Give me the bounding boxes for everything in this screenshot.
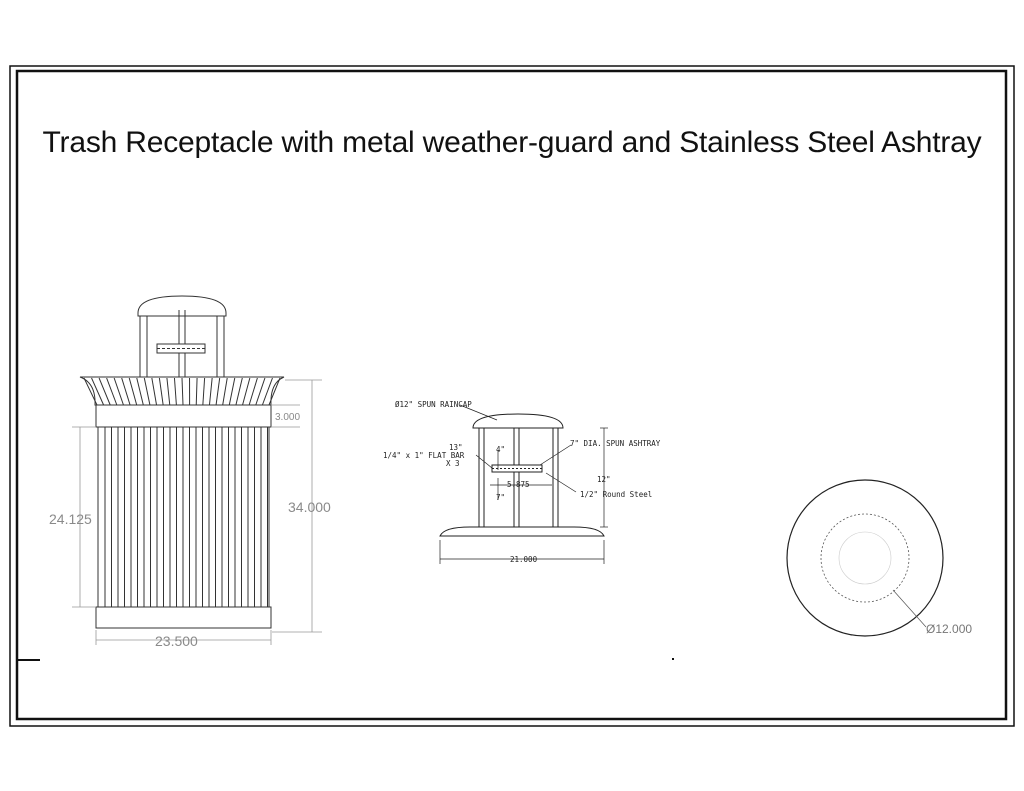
- weather-guard-rib: [173, 377, 177, 406]
- weather-guard-rib: [158, 377, 164, 406]
- weather-guard-rib: [136, 377, 144, 406]
- body-slats: [104, 427, 268, 607]
- drawing-title: Trash Receptacle with metal weather-guar…: [42, 126, 982, 159]
- side-raincap: [137, 295, 227, 317]
- weather-guard-rib: [181, 377, 184, 406]
- plan-outer-circle: [786, 479, 944, 637]
- outer-border: [9, 65, 1015, 727]
- plan-inner-circle: [820, 513, 910, 603]
- weather-guard-rib: [128, 377, 138, 406]
- dim-top-band: 3.000: [275, 412, 300, 423]
- weather-guard-rib: [255, 377, 266, 406]
- dim-overall-height: 34.000: [288, 499, 331, 515]
- inner-border: [15, 69, 1008, 721]
- weather-guard-rib: [235, 377, 243, 406]
- side-dimensions: [72, 379, 322, 645]
- label-raincap: Ø12" SPUN RAINCAP: [395, 400, 472, 409]
- dim-5875: 5.875: [507, 480, 530, 489]
- weather-guard-rib: [91, 377, 105, 406]
- dim-body-height: 24.125: [49, 511, 92, 527]
- label-round-steel: 1/2" Round Steel: [580, 490, 652, 499]
- plan-leader: [892, 589, 927, 628]
- weather-guard-rib: [151, 377, 158, 406]
- side-view: [79, 295, 285, 629]
- weather-guard-rib: [98, 377, 111, 406]
- label-flat-bar-2: X 3: [446, 459, 460, 468]
- weather-guard-rib: [215, 377, 221, 406]
- weather-guard-rib: [113, 377, 124, 406]
- dim-plan-diameter: Ø12.000: [926, 622, 972, 636]
- weather-guard-rib: [268, 377, 281, 406]
- dim-13: 13": [449, 443, 463, 452]
- side-top-band: [95, 404, 272, 428]
- weather-guard-rib: [166, 377, 171, 406]
- weather-guard-ribs: [83, 377, 281, 406]
- dim-7: 7": [496, 493, 505, 502]
- weather-guard-rib: [248, 377, 258, 406]
- dim-body-width: 23.500: [155, 633, 198, 649]
- weather-guard-rib: [83, 377, 98, 406]
- detail-base: [439, 526, 605, 537]
- plan-view: [786, 479, 944, 637]
- label-flat-bar-1: 1/4" x 1" FLAT BAR: [383, 451, 465, 460]
- weather-guard-rib: [242, 377, 251, 406]
- plan-center-circle: [838, 531, 892, 585]
- weather-guard-rib: [143, 377, 151, 406]
- weather-guard-rib: [208, 377, 213, 406]
- dim-12: 12": [597, 475, 611, 484]
- weather-guard-rib: [195, 377, 198, 406]
- weather-guard-rib: [222, 377, 228, 406]
- weather-guard-rib: [261, 377, 273, 406]
- dim-4: 4": [496, 445, 505, 454]
- detail-view: [439, 413, 605, 537]
- mark-dot: [672, 658, 674, 660]
- weather-guard-rib: [202, 377, 206, 406]
- dim-21: 21.000: [510, 555, 538, 564]
- detail-raincap: [472, 413, 564, 429]
- weather-guard-rib: [228, 377, 236, 406]
- weather-guard-rib: [106, 377, 118, 406]
- side-bottom-band: [95, 606, 272, 629]
- weather-guard-rib: [121, 377, 131, 406]
- detail-leaders: [439, 404, 608, 564]
- label-ashtray: 7" DIA. SPUN ASHTRAY: [570, 439, 661, 448]
